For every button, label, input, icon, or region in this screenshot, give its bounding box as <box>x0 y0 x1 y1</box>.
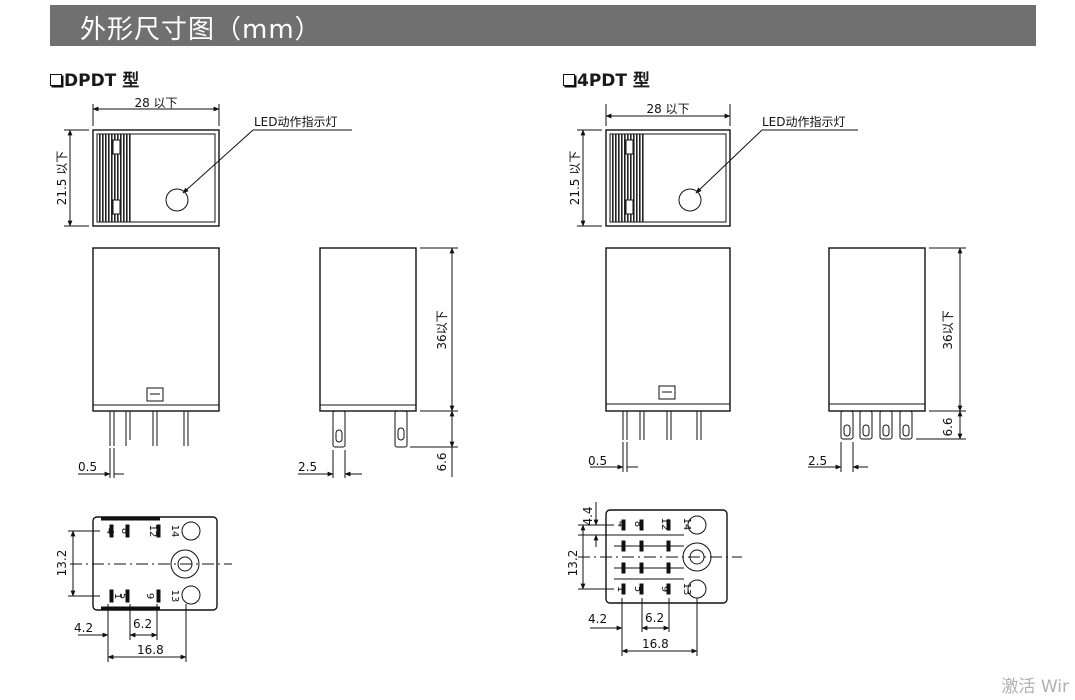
dpdt-heading: DPDT 型 <box>50 66 139 91</box>
dpdt-dim-16-8: 16.8 <box>137 643 164 657</box>
fpdt-heading-label: 4PDT 型 <box>577 71 650 91</box>
fpdt-pin-label: 4 <box>615 521 626 527</box>
fpdt-dim-4-4: 4.4 <box>581 506 595 525</box>
fpdt-pin-label: 14 <box>681 518 692 531</box>
checkbox-square-icon <box>50 74 62 86</box>
fpdt-pin-offset-label: 0.5 <box>588 454 607 468</box>
dpdt-dim-4-2: 4.2 <box>74 621 93 635</box>
fpdt-width-label: 28 以下 <box>646 102 689 116</box>
activation-watermark: 激活 Wir <box>1001 677 1069 697</box>
fpdt-bottom-view <box>578 502 742 656</box>
fpdt-body-height-label: 36以下 <box>941 310 955 349</box>
fpdt-dim-6-2: 6.2 <box>645 611 664 625</box>
fpdt-pin-length-label: 6.6 <box>941 417 955 436</box>
dpdt-pin-label: 1 <box>112 593 123 599</box>
dpdt-pin-label: 5 <box>117 593 128 599</box>
dpdt-pin-label: 9 <box>144 593 155 599</box>
fpdt-side-offset-label: 2.5 <box>808 454 827 468</box>
fpdt-side-view <box>808 247 966 472</box>
dpdt-pin-label: 12 <box>147 525 158 538</box>
dpdt-pin-label: 4 <box>104 528 115 534</box>
dpdt-dim-6-2: 6.2 <box>133 617 152 631</box>
fpdt-dim-16-8: 16.8 <box>642 637 669 651</box>
dpdt-bottom-view <box>68 516 232 662</box>
dpdt-side-view <box>298 247 458 478</box>
dpdt-pin-label: 14 <box>169 525 180 538</box>
dpdt-front-view <box>78 247 220 478</box>
fpdt-pin-label: 8 <box>632 521 643 527</box>
page-title: 外形尺寸图（mm） <box>80 15 322 45</box>
checkbox-square-icon <box>563 74 575 86</box>
fpdt-pin-label: 13 <box>681 583 692 596</box>
dpdt-pin-label: 13 <box>169 590 180 603</box>
fpdt-top-view <box>577 104 858 227</box>
dpdt-dim-13-2: 13.2 <box>55 550 69 577</box>
fpdt-pin-label: 12 <box>659 518 670 531</box>
dpdt-heading-label: DPDT 型 <box>64 71 140 91</box>
fpdt-pin-label: 1 <box>615 586 626 592</box>
fpdt-height-label: 21.5 以下 <box>568 151 582 206</box>
fpdt-pin-label: 5 <box>632 586 643 592</box>
dpdt-pin-length-label: 6.6 <box>435 452 449 471</box>
dpdt-body-height-label: 36以下 <box>435 310 449 349</box>
dpdt-top-view <box>64 104 352 227</box>
dpdt-side-offset-label: 2.5 <box>298 460 317 474</box>
title-bar: 外形尺寸图（mm） <box>50 5 1036 46</box>
fpdt-dim-13-2: 13.2 <box>566 550 580 577</box>
dpdt-height-label: 21.5 以下 <box>55 151 69 206</box>
fpdt-heading: 4PDT 型 <box>563 66 650 91</box>
dpdt-width-label: 28 以下 <box>134 96 177 110</box>
fpdt-pin-label: 9 <box>659 586 670 592</box>
dpdt-pin-offset-label: 0.5 <box>78 460 97 474</box>
fpdt-dim-4-2: 4.2 <box>588 612 607 626</box>
dpdt-pin-label: 8 <box>119 528 130 534</box>
fpdt-front-view <box>590 247 731 472</box>
dpdt-led-label: LED动作指示灯 <box>254 114 338 129</box>
fpdt-led-label: LED动作指示灯 <box>762 114 846 129</box>
